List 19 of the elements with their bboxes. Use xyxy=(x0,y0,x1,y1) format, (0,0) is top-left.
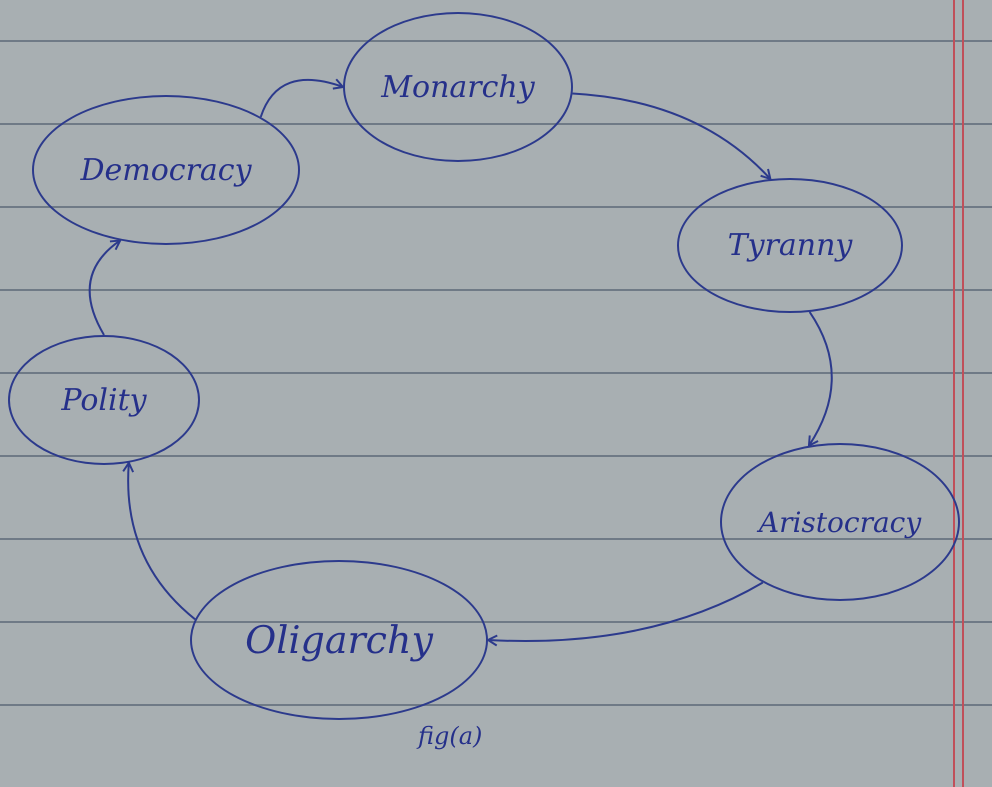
ellipse-node xyxy=(343,12,573,162)
node-label: Monarchy xyxy=(381,70,535,104)
arrow xyxy=(808,311,833,447)
node-label: Aristocracy xyxy=(758,506,922,538)
ellipse-node xyxy=(720,443,960,601)
node-label: Democracy xyxy=(80,152,252,188)
arrow xyxy=(260,78,344,118)
ellipse-node xyxy=(677,178,903,313)
arrow xyxy=(88,239,122,336)
ellipse-node xyxy=(32,95,300,245)
arrow xyxy=(122,462,196,620)
arrow xyxy=(572,92,772,180)
figure-caption: fig(a) xyxy=(418,722,482,750)
node-label: Tyranny xyxy=(728,228,852,263)
node-label: Polity xyxy=(61,382,147,418)
ellipse-node xyxy=(190,560,488,720)
node-label: Oligarchy xyxy=(245,618,433,662)
arrow xyxy=(487,582,764,646)
ellipse-node xyxy=(8,335,200,465)
